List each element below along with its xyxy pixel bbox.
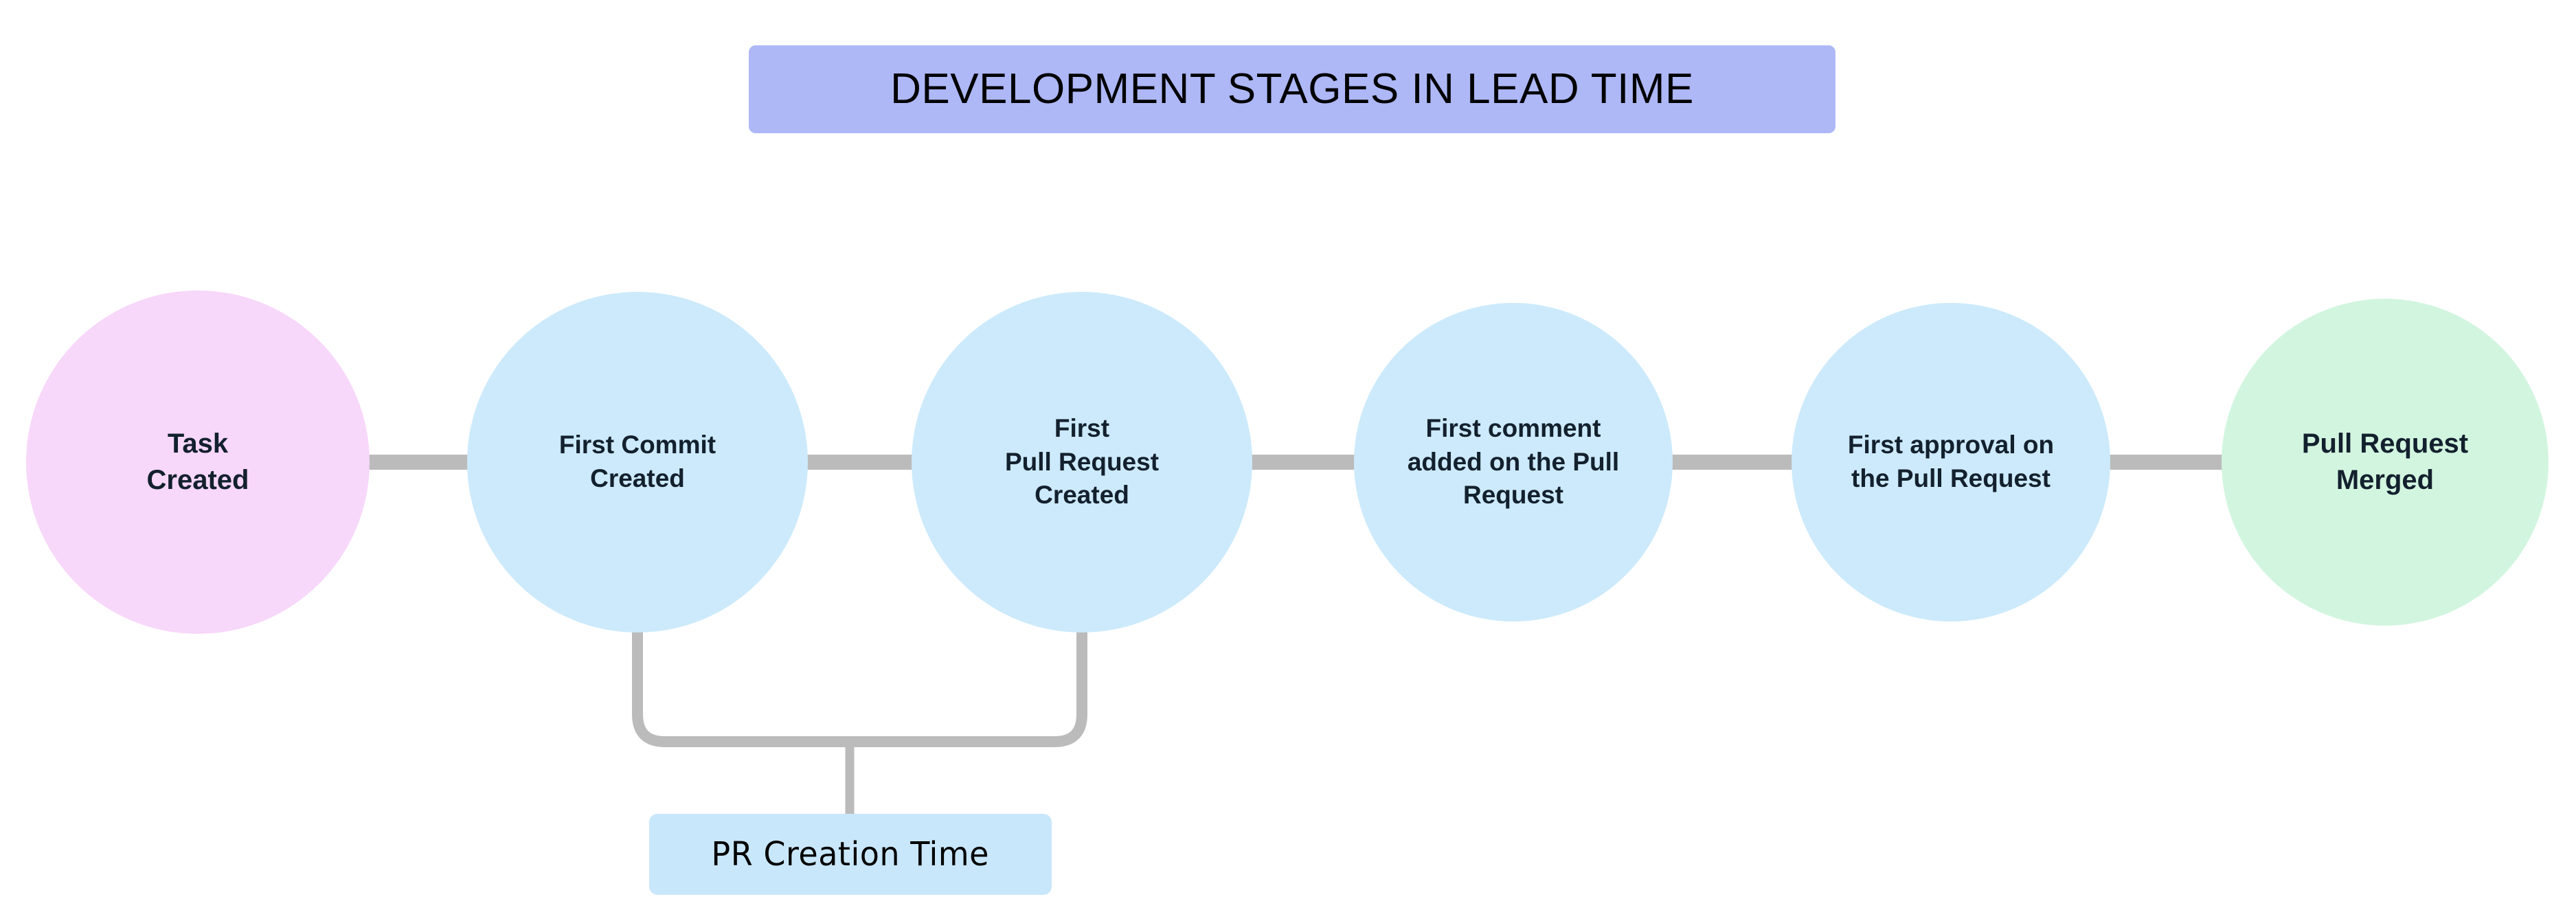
page-title: DEVELOPMENT STAGES IN LEAD TIME	[890, 65, 1694, 113]
node-first-commit[interactable]: First Commit Created	[467, 292, 808, 633]
diagram-title-banner: DEVELOPMENT STAGES IN LEAD TIME	[749, 45, 1835, 133]
annotation-pr-creation-time[interactable]: PR Creation Time	[649, 814, 1052, 895]
node-first-pull-request[interactable]: First Pull Request Created	[912, 292, 1252, 633]
node-pull-request-merged[interactable]: Pull Request Merged	[2222, 299, 2549, 626]
annotation-label: PR Creation Time	[711, 835, 990, 874]
node-first-approval[interactable]: First approval on the Pull Request	[1792, 303, 2110, 622]
annotation-bracket	[632, 624, 1087, 747]
node-label: First Pull Request Created	[1004, 413, 1160, 510]
node-label: First Commit Created	[558, 431, 716, 492]
node-first-comment[interactable]: First comment added on the Pull Request	[1354, 303, 1673, 622]
node-task-created[interactable]: Task Created	[26, 290, 370, 634]
node-label: First comment added on the Pull Request	[1407, 413, 1620, 510]
node-label: First approval on the Pull Request	[1847, 431, 2055, 492]
node-label: Task Created	[146, 429, 249, 495]
node-label: Pull Request Merged	[2301, 429, 2469, 495]
